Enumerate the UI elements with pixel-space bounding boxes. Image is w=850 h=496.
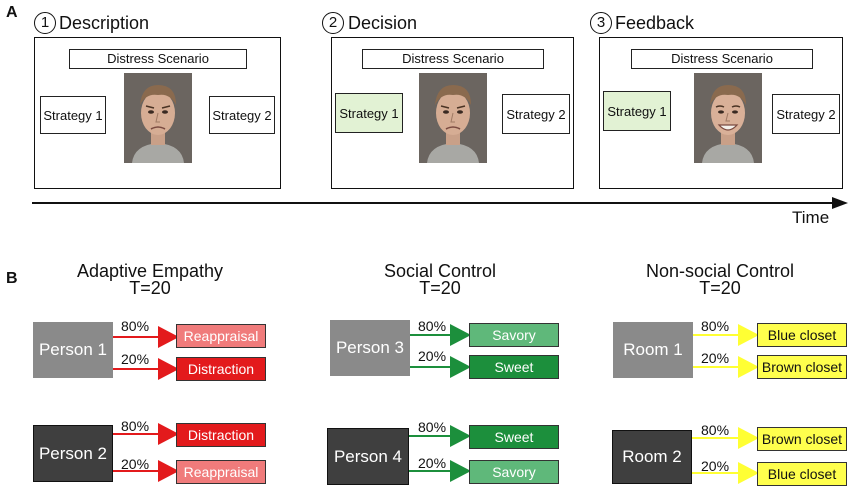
step-3-scenario: Distress Scenario (631, 49, 813, 69)
step-1-strategy-1: Strategy 1 (40, 96, 106, 134)
agent-room-1: Room 1 (613, 322, 693, 378)
sad-face-image (419, 73, 487, 163)
prob-high: 80% (418, 318, 447, 334)
outcome-sweet: Sweet (469, 425, 559, 449)
condition-title-non-social-control: Non-social Control T=20 (645, 261, 795, 298)
agent-room-2: Room 2 (612, 430, 692, 484)
panel-a-label: A (6, 4, 18, 21)
agent-person-1: Person 1 (33, 322, 113, 378)
step-3-strategy-2: Strategy 2 (772, 94, 840, 134)
prob-high: 80% (701, 318, 730, 334)
step-1-strategy-2: Strategy 2 (209, 96, 275, 134)
prob-high: 80% (701, 422, 730, 438)
condition-title-social-control: Social Control T=20 (383, 261, 497, 298)
outcome-distraction: Distraction (176, 357, 266, 381)
prob-high: 80% (121, 418, 150, 434)
step-2-scenario: Distress Scenario (362, 49, 544, 69)
prob-high: 80% (418, 419, 447, 435)
sad-face-image (124, 73, 192, 163)
time-label: Time (792, 208, 830, 227)
step-3-title: Feedback (615, 13, 695, 33)
prob-low: 20% (701, 458, 730, 474)
step-1-number: 1 (34, 12, 56, 34)
step-2-strategy-1-selected: Strategy 1 (335, 93, 403, 133)
prob-low: 20% (418, 455, 447, 471)
outcome-savory: Savory (469, 460, 559, 484)
outcome-blue-closet: Blue closet (757, 462, 847, 486)
step-3-number: 3 (590, 12, 612, 34)
prob-low: 20% (418, 348, 447, 364)
outcome-savory: Savory (469, 323, 559, 347)
agent-person-3: Person 3 (330, 320, 410, 376)
outcome-distraction: Distraction (176, 423, 266, 447)
prob-high: 80% (121, 318, 150, 334)
prob-low: 20% (121, 351, 150, 367)
agent-person-4: Person 4 (327, 428, 409, 485)
outcome-reappraisal: Reappraisal (176, 460, 266, 484)
prob-low: 20% (121, 456, 150, 472)
panel-b-label: B (6, 270, 18, 287)
step-2-number: 2 (322, 12, 344, 34)
step-1-title: Description (59, 13, 150, 33)
outcome-reappraisal: Reappraisal (176, 324, 266, 348)
agent-person-2: Person 2 (33, 425, 113, 482)
outcome-blue-closet: Blue closet (757, 323, 847, 347)
step-3-strategy-1-selected: Strategy 1 (603, 91, 671, 131)
time-arrow (32, 197, 848, 209)
happy-face-image (694, 73, 762, 163)
step-2-strategy-2: Strategy 2 (502, 94, 570, 134)
condition-title-adaptive-empathy: Adaptive Empathy T=20 (76, 261, 224, 298)
outcome-brown-closet: Brown closet (757, 355, 847, 379)
step-1-scenario: Distress Scenario (69, 49, 247, 69)
outcome-brown-closet: Brown closet (757, 427, 847, 451)
prob-low: 20% (701, 350, 730, 366)
outcome-sweet: Sweet (469, 355, 559, 379)
step-2-title: Decision (348, 13, 418, 33)
